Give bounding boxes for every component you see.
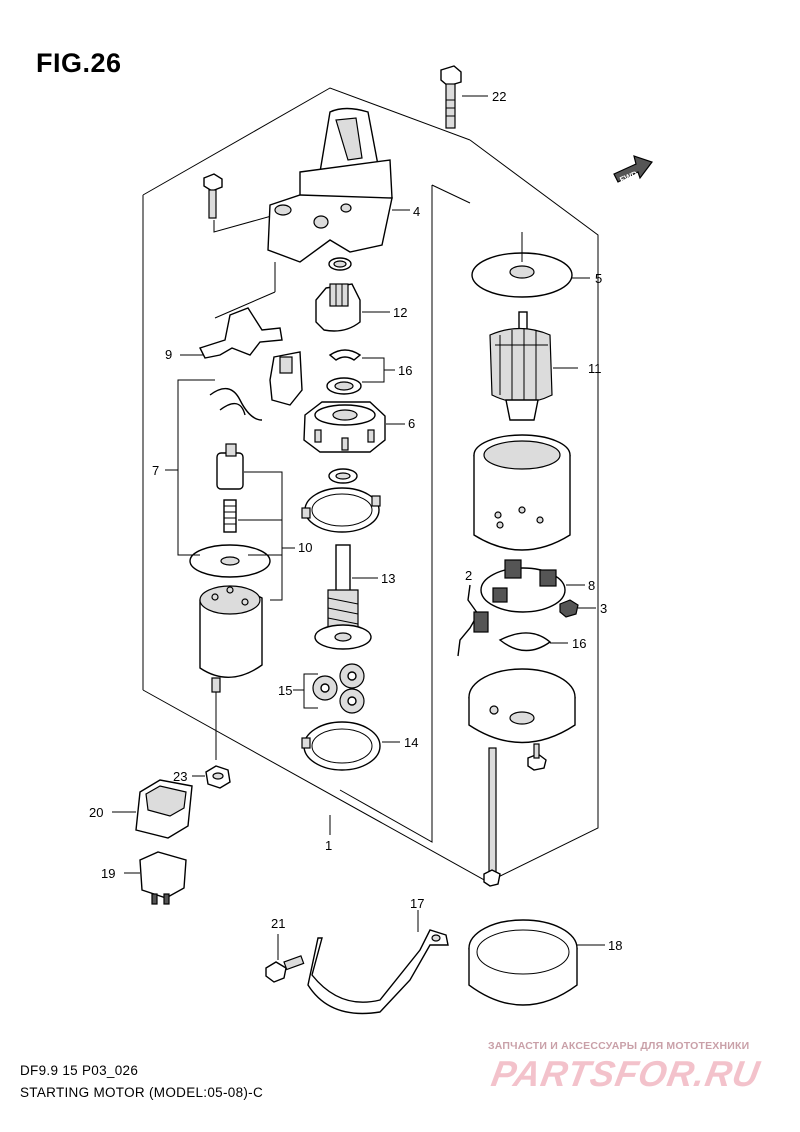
callout-10: 10 (298, 540, 312, 555)
housing-bolt (203, 173, 276, 233)
callout-23: 23 (173, 769, 187, 784)
part-7-bracket (165, 379, 215, 556)
part-15-gears (293, 663, 365, 714)
terminal-block (209, 351, 303, 421)
callout-17: 17 (410, 896, 424, 911)
callout-19: 19 (101, 866, 115, 881)
part-5-plate (471, 232, 590, 298)
part-22-bolt (440, 65, 488, 129)
callout-8: 8 (588, 578, 595, 593)
model-line: DF9.9 15 P03_026 (20, 1063, 139, 1078)
stator-yoke (473, 434, 571, 551)
part-13-drive-shaft (314, 544, 378, 650)
brush-spring-set (189, 443, 295, 601)
end-cover (468, 668, 576, 744)
callout-15: 15 (278, 683, 292, 698)
part-17-strap (307, 910, 449, 1015)
part-21-bolt (265, 934, 305, 983)
callout-21: 21 (271, 916, 285, 931)
callout-13: 13 (381, 571, 395, 586)
part-6-end-frame (303, 401, 405, 453)
figure-caption: STARTING MOTOR (MODEL:05-08)-C (20, 1085, 264, 1100)
retainer-ring (301, 487, 381, 533)
part-16-clip-washer (326, 349, 395, 395)
assembly-outline (142, 87, 599, 883)
callout-9: 9 (165, 347, 172, 362)
callout-3: 3 (600, 601, 607, 616)
part-16-washer-right (498, 632, 568, 652)
part-23-nut (192, 765, 231, 789)
part-12-pinion (315, 283, 390, 332)
part-14-ring-gear (301, 721, 400, 771)
watermark-tagline: ЗАПЧАСТИ И АКСЕССУАРЫ ДЛЯ МОТОТЕХНИКИ (488, 1040, 750, 1052)
callout-6: 6 (408, 416, 415, 431)
callout-4: 4 (413, 204, 420, 219)
callout-7: 7 (152, 463, 159, 478)
callout-2: 2 (465, 568, 472, 583)
part-11-armature (489, 311, 578, 421)
part-19-relay (124, 851, 187, 905)
watermark-logo: PARTSFOR.RU (488, 1053, 764, 1094)
fwd-arrow-icon (613, 155, 653, 183)
callout-5: 5 (595, 271, 602, 286)
part-18-rubber-band (468, 919, 605, 1006)
part-3-nut (559, 599, 596, 618)
part-20-relay (112, 779, 193, 839)
callout-12: 12 (393, 305, 407, 320)
motor-yoke (199, 585, 263, 760)
part-9-bracket (180, 307, 283, 359)
callout-22: 22 (492, 89, 506, 104)
part-8-brush-holder (480, 559, 585, 613)
part-4-housing (214, 107, 410, 319)
part-2-lead-wire (457, 584, 489, 657)
callout-20: 20 (89, 805, 103, 820)
housing-ring (328, 257, 352, 271)
end-frame-washer (328, 468, 358, 484)
callout-1: 1 (325, 838, 332, 853)
callout-16: 16 (398, 363, 412, 378)
callout-14: 14 (404, 735, 418, 750)
callout-16-right: 16 (572, 636, 586, 651)
callout-18: 18 (608, 938, 622, 953)
figure-title: FIG.26 (36, 48, 122, 78)
through-bolt (483, 743, 547, 887)
callout-11: 11 (588, 361, 602, 376)
